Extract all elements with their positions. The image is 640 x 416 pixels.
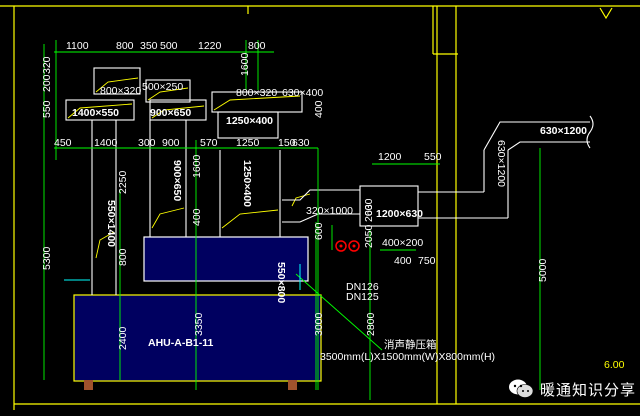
- duct-550x800: 550×800: [275, 262, 287, 303]
- dim-5000: 5000: [537, 258, 549, 282]
- dim-top-800: 800: [116, 40, 134, 52]
- dim-left-2400: 2400: [117, 326, 129, 350]
- dim-top-350: 350: [140, 40, 158, 52]
- duct-900x650: 900×650: [150, 107, 191, 119]
- dim-row2-1250: 1250: [236, 137, 260, 149]
- duct-550x1400: 550×1400: [105, 200, 117, 247]
- dim-row2-450: 450: [54, 137, 72, 149]
- pipes: [64, 264, 301, 290]
- vertical-ducts: [65, 67, 303, 295]
- dim-630: 630: [363, 198, 375, 216]
- duct-630x400: 630×400: [282, 87, 323, 99]
- dim-row2-570: 570: [200, 137, 218, 149]
- dim-row2-300: 300: [138, 137, 156, 149]
- duct-630x1200-v: 630×1200: [495, 140, 507, 187]
- duct-1400x550: 1400×550: [72, 107, 119, 119]
- duct-900x650-v: 900×650: [171, 160, 183, 201]
- dim-600: 600: [313, 222, 325, 240]
- plenum-label: 消声静压箱: [384, 338, 437, 351]
- dim-1200: 1200: [378, 151, 402, 163]
- dim-top-800b: 800: [248, 40, 266, 52]
- dim-top-1600: 1600: [239, 52, 251, 76]
- label-dn125: DN125: [346, 291, 379, 303]
- dim-400b: 400: [191, 208, 203, 226]
- dim-3000: 3000: [313, 312, 325, 336]
- dim-left-550: 550: [41, 100, 53, 118]
- duct-800x320-b: 800×320: [236, 87, 277, 99]
- watermark-text: 暖通知识分享: [539, 380, 636, 399]
- dim-left-5300: 5300: [41, 246, 53, 270]
- dim-row2-630: 630: [292, 137, 310, 149]
- dim-row2-1400: 1400: [94, 137, 118, 149]
- dim-top-1100: 1100: [66, 40, 89, 52]
- duct-800x320-a: 800×320: [100, 85, 141, 97]
- ahu-unit: [73, 294, 322, 390]
- dim-400: 400: [394, 255, 412, 267]
- duct-1250x400: 1250×400: [226, 115, 273, 127]
- duct-630x1200: 630×1200: [540, 125, 587, 137]
- dim-3350: 3350: [193, 312, 205, 336]
- dim-left-2250: 2250: [117, 170, 129, 194]
- dim-550: 550: [424, 151, 442, 163]
- dim-750: 750: [418, 255, 436, 267]
- supply-duct: [282, 115, 594, 227]
- duct-320x1000: 320×1000: [306, 205, 353, 217]
- dim-row2-150: 150: [278, 137, 296, 149]
- duct-500x250: 500×250: [142, 81, 183, 93]
- dim-2050: 2050: [363, 224, 375, 248]
- frame: [0, 5, 640, 410]
- dim-1600: 1600: [191, 154, 203, 178]
- dim-left-800: 800: [117, 248, 129, 266]
- duct-1250x400-v: 1250×400: [241, 160, 253, 207]
- duct-1200x630: 1200×630: [376, 208, 423, 220]
- plenum-size-label: 3500mm(L)X1500mm(W)X800mm(H): [320, 351, 495, 363]
- dim-left-320: 320: [41, 56, 53, 74]
- wechat-icon: [508, 379, 534, 398]
- dim-row2-900: 900: [162, 137, 180, 149]
- dim-top-1220: 1220: [198, 40, 222, 52]
- dim-2800: 2800: [365, 312, 377, 336]
- dim-top-500: 500: [160, 40, 178, 52]
- corner-label: 6.00: [604, 359, 625, 371]
- dim-200: 200: [363, 204, 375, 222]
- watermark: 暖通知识分享: [508, 376, 636, 402]
- dim-left-200: 200: [41, 74, 53, 92]
- dim-400c: 400: [313, 100, 325, 118]
- duct-hatching: [67, 77, 311, 259]
- plenum-box: [143, 236, 309, 282]
- valves: [335, 240, 360, 252]
- duct-400x200: 400×200: [382, 237, 423, 249]
- ahu-label: AHU-A-B1-11: [148, 337, 214, 349]
- dimension-lines: [43, 40, 541, 400]
- label-dn126: DN126: [346, 281, 379, 293]
